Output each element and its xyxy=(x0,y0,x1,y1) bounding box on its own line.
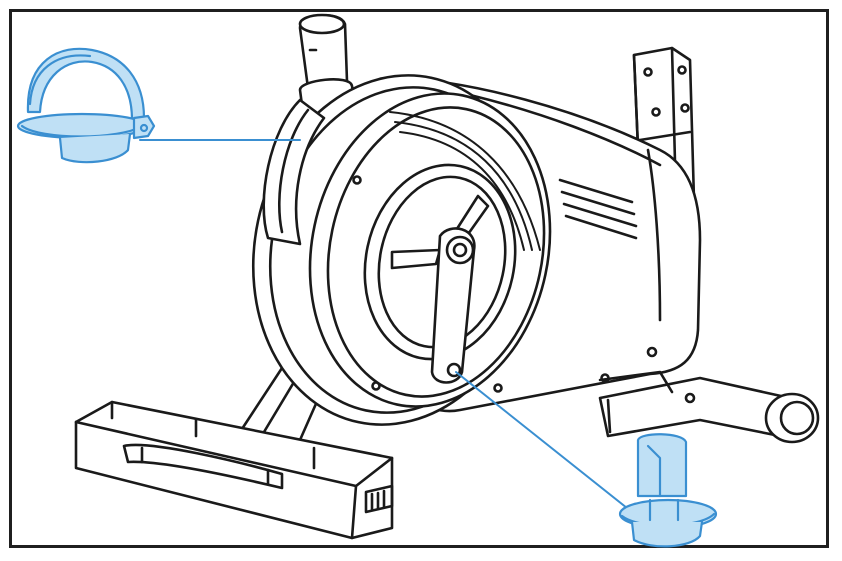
crank-arm xyxy=(430,227,476,384)
rear-stabilizer xyxy=(598,376,820,444)
front-seat-post xyxy=(298,13,358,122)
side-grip xyxy=(262,98,326,246)
pedal-with-strap-callout xyxy=(16,47,156,164)
pedal-spindle-callout xyxy=(618,433,718,548)
callout-lines xyxy=(139,139,633,513)
front-stabilizer xyxy=(74,400,394,540)
callout-line-right xyxy=(455,371,633,513)
